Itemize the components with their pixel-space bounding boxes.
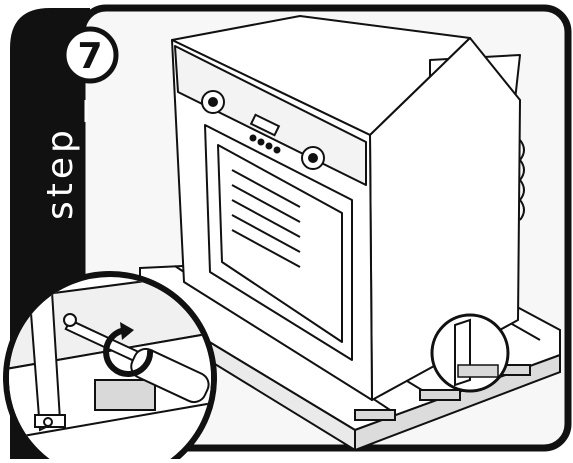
screw-removal-callout — [3, 271, 217, 463]
oven-side-vent — [519, 139, 525, 221]
oven-racks — [231, 169, 301, 268]
clockwise-rotation-arrow-icon — [103, 327, 154, 377]
step-label: step — [40, 126, 81, 220]
step-number-badge — [61, 26, 119, 84]
timer-display — [249, 113, 281, 137]
oven-controls — [201, 90, 325, 170]
step-number: 7 — [77, 36, 102, 77]
bracket-detail-callout — [430, 313, 510, 393]
